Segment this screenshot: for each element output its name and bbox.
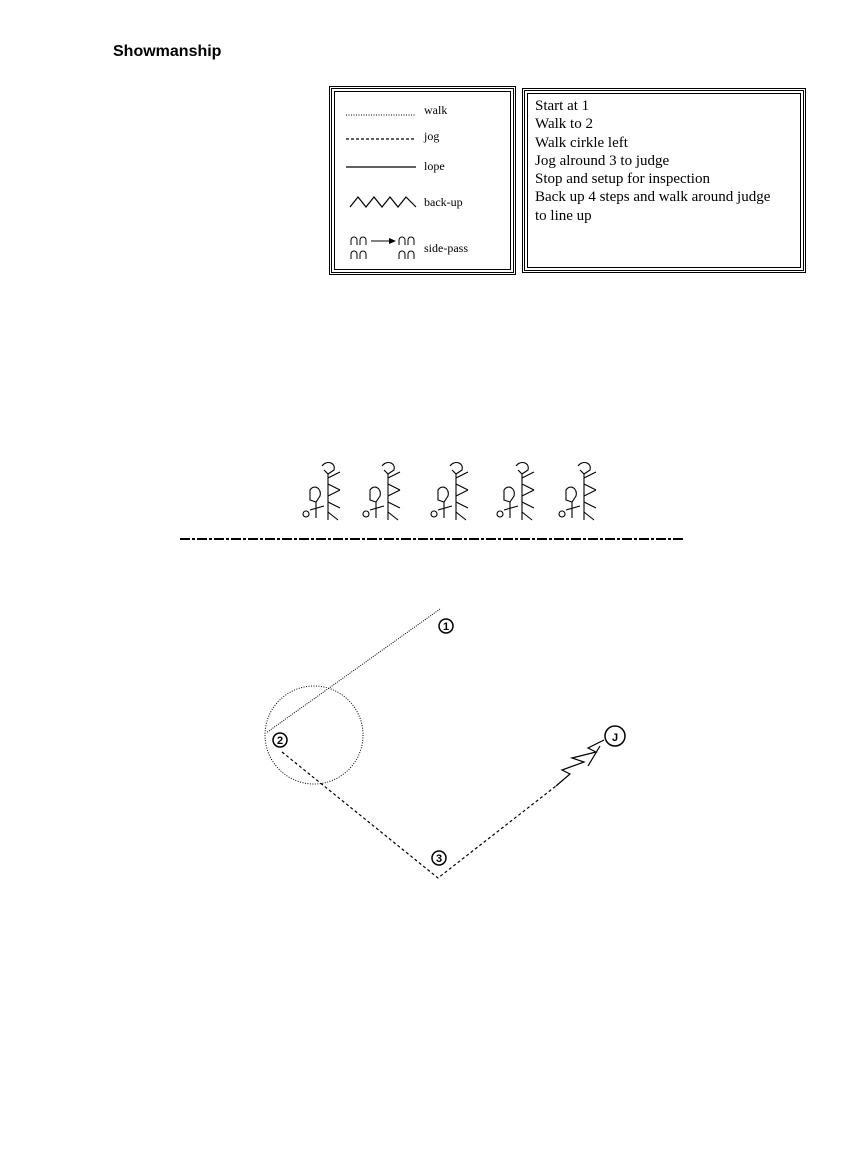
- instruction-step: Jog alround 3 to judge: [535, 152, 670, 169]
- walk-circle: [264, 685, 364, 785]
- legend-label-jog: jog: [424, 129, 440, 143]
- legend-sidepass: side-pass: [344, 233, 514, 259]
- marker-2: 2: [272, 732, 288, 748]
- backup-zigzag-icon: [349, 196, 417, 208]
- legend-backup: back-up: [344, 193, 514, 215]
- svg-text:3: 3: [436, 853, 442, 865]
- svg-text:2: 2: [277, 735, 283, 747]
- legend-box: walk jog lope back-up: [329, 86, 516, 275]
- jog-line-icon: [346, 138, 416, 140]
- handler-horse-icon: [302, 461, 341, 521]
- handler-horse-icon: [558, 461, 597, 521]
- legend-label-backup: back-up: [424, 195, 463, 209]
- handler-horse-icon: [362, 461, 401, 521]
- judge-marker: J: [604, 725, 626, 747]
- lope-line-icon: [346, 166, 416, 168]
- backup-crossbar: [587, 745, 601, 767]
- sidepass-arrow-icon: [350, 236, 415, 259]
- legend-label-sidepass: side-pass: [424, 241, 468, 255]
- jog-path: [281, 751, 557, 879]
- legend-walk: walk: [344, 101, 514, 123]
- svg-text:1: 1: [443, 621, 449, 633]
- walk-path: [265, 608, 441, 734]
- svg-text:J: J: [612, 732, 618, 744]
- marker-3: 3: [431, 850, 447, 866]
- instruction-step: Walk cirkle left: [535, 134, 628, 151]
- legend-label-walk: walk: [424, 103, 448, 117]
- instruction-step: Start at 1: [535, 98, 590, 114]
- instructions-box: Start at 1 Walk to 2 Walk cirkle left Jo…: [522, 88, 806, 273]
- instruction-step: Back up 4 steps and walk around judge: [535, 189, 771, 206]
- instruction-step: to line up: [535, 207, 592, 224]
- legend-jog: jog: [344, 127, 514, 149]
- handler-horse-icon: [496, 461, 535, 521]
- walk-line-icon: [346, 114, 416, 116]
- judges-group: [302, 461, 597, 521]
- marker-1: 1: [438, 618, 454, 634]
- instructions-list: Start at 1 Walk to 2 Walk cirkle left Jo…: [535, 97, 770, 225]
- instruction-step: Stop and setup for inspection: [535, 171, 710, 188]
- handler-horse-icon: [430, 461, 469, 521]
- legend-label-lope: lope: [424, 159, 445, 173]
- instruction-step: Walk to 2: [535, 116, 593, 133]
- legend-lope: lope: [344, 157, 514, 179]
- backup-zigzag: [555, 739, 605, 787]
- pattern-title: Showmanship: [113, 43, 222, 60]
